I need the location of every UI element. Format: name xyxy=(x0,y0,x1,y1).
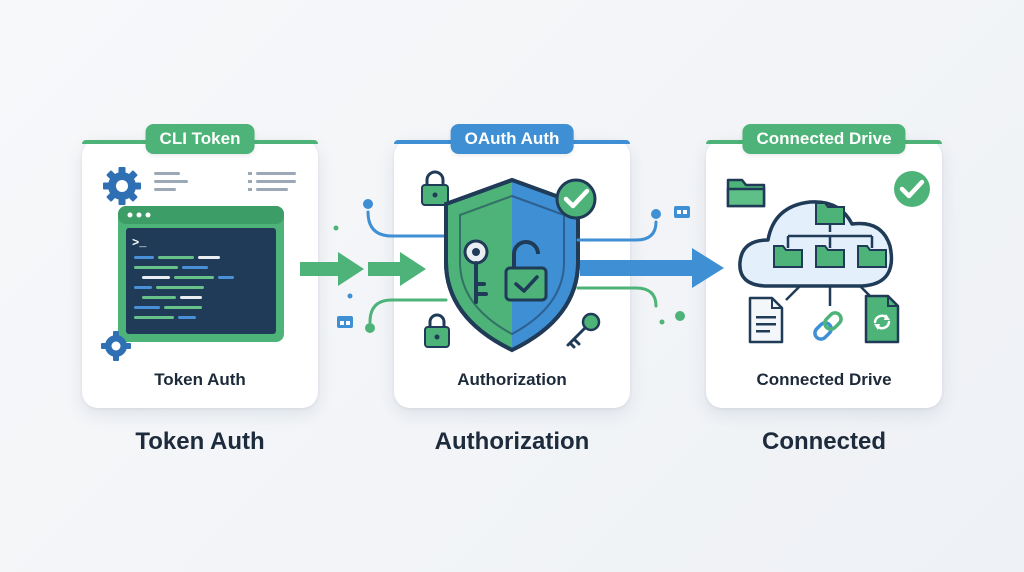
gear-icon xyxy=(101,331,131,361)
check-badge-icon xyxy=(555,178,597,220)
key-icon xyxy=(463,239,489,304)
step-label-connected: Connected xyxy=(761,428,886,455)
card-label: Token Auth xyxy=(154,370,246,389)
terminal-window-icon: >_ xyxy=(118,206,284,342)
storage-chip-icon xyxy=(337,316,353,328)
card-tag: OAuth Auth xyxy=(450,124,574,154)
lock-icon xyxy=(421,170,449,206)
unlocked-padlock-icon xyxy=(504,240,548,302)
flow-arrow-blue xyxy=(580,248,724,288)
step-label-token-auth: Token Auth xyxy=(135,428,265,455)
code-lines xyxy=(134,256,234,319)
connector-lines-right xyxy=(576,209,685,325)
key-icon xyxy=(566,312,601,349)
card-tag: Connected Drive xyxy=(742,124,906,154)
gear-icon xyxy=(103,167,141,205)
cloud-links xyxy=(785,285,875,306)
sync-file-icon xyxy=(864,294,900,344)
flow-arrows-green xyxy=(300,252,426,286)
storage-chip-icon xyxy=(674,206,690,218)
doc-lines-icon xyxy=(154,172,296,191)
folder-icon xyxy=(726,178,766,208)
lock-icon xyxy=(424,313,450,348)
folder-tree-icon xyxy=(773,202,887,268)
card-tag: CLI Token xyxy=(145,124,255,154)
link-icon xyxy=(813,311,843,341)
card-label: Authorization xyxy=(457,370,567,389)
terminal-prompt: >_ xyxy=(132,236,147,250)
document-icon xyxy=(748,296,784,344)
check-badge-icon xyxy=(894,171,930,207)
step-label-authorization: Authorization xyxy=(434,428,590,455)
connector-lines-left xyxy=(333,199,448,333)
card-label: Connected Drive xyxy=(756,370,892,389)
